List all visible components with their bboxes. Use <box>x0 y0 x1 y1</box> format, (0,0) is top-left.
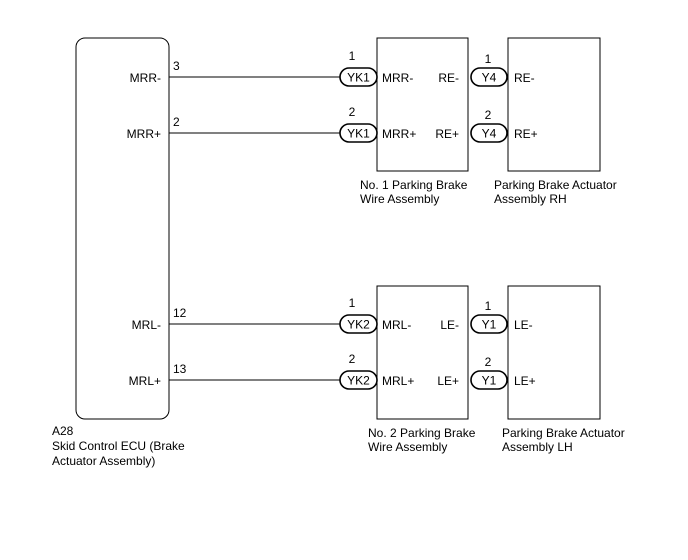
connector-pin-number: 1 <box>485 52 492 66</box>
actuator-rh: RE- RE+ Parking Brake Actuator Assembly … <box>494 37 617 206</box>
terminal-label: MRR+ <box>382 127 416 141</box>
connector-code: YK2 <box>347 318 370 332</box>
actuator-lh-name-line2: Assembly LH <box>502 440 573 454</box>
terminal-label: MRR- <box>382 71 413 85</box>
ecu-pin-number: 3 <box>173 59 180 73</box>
connector-code: YK1 <box>347 71 370 85</box>
connector-code: Y1 <box>482 318 497 332</box>
ecu-pin-number: 2 <box>173 115 180 129</box>
connector-code: YK1 <box>347 127 370 141</box>
terminal-label: MRL+ <box>382 374 414 388</box>
wire-assembly-no1-name-line2: Wire Assembly <box>360 192 439 206</box>
connector-code: YK2 <box>347 374 370 388</box>
actuator-rh-box <box>507 37 601 172</box>
connector-yk2 <box>339 370 378 390</box>
connector-pin-number: 2 <box>349 105 356 119</box>
connector-code: Y4 <box>482 71 497 85</box>
terminal-label: RE+ <box>435 127 459 141</box>
ecu-terminal-label: MRR- <box>130 71 161 85</box>
terminal-label: LE- <box>514 318 533 332</box>
connector-pin-number: 2 <box>485 355 492 369</box>
wire-assembly-no1-name-line1: No. 1 Parking Brake <box>360 178 468 192</box>
connector-yk2 <box>339 314 378 334</box>
connector-yk1 <box>339 67 378 87</box>
wire-assembly-no2-name-line2: Wire Assembly <box>368 440 447 454</box>
y1-connectors: 1 Y1 2 Y1 <box>470 299 508 390</box>
terminal-label: MRL- <box>382 318 411 332</box>
ecu-terminal-label: MRL+ <box>129 374 161 388</box>
ecu-pin-number: 13 <box>173 362 187 376</box>
terminal-label: RE+ <box>514 127 538 141</box>
connector-pin-number: 2 <box>485 108 492 122</box>
connector-y4 <box>470 67 508 87</box>
connector-pin-number: 2 <box>349 352 356 366</box>
ecu-pin-number: 12 <box>173 306 187 320</box>
wire-assembly-no2-box <box>376 285 469 420</box>
actuator-lh-box <box>507 285 601 420</box>
connector-pin-number: 1 <box>349 296 356 310</box>
ecu-box <box>75 37 170 420</box>
ecu-code: A28 <box>52 424 74 438</box>
ecu-name-line1: Skid Control ECU (Brake <box>52 439 185 453</box>
ecu-name-line2: Actuator Assembly) <box>52 454 155 468</box>
connector-pin-number: 1 <box>485 299 492 313</box>
actuator-rh-name-line2: Assembly RH <box>494 192 567 206</box>
connector-y4 <box>470 123 508 143</box>
actuator-rh-name-line1: Parking Brake Actuator <box>494 178 617 192</box>
connector-y1 <box>470 314 508 334</box>
ecu-terminal-label: MRL- <box>132 318 161 332</box>
terminal-label: LE+ <box>514 374 536 388</box>
terminal-label: LE- <box>440 318 459 332</box>
terminal-label: RE- <box>514 71 535 85</box>
ecu-terminal-label: MRR+ <box>127 127 161 141</box>
skid-control-ecu: MRR- MRR+ MRL- MRL+ A28 Skid Control ECU… <box>52 37 185 468</box>
connector-yk1 <box>339 123 378 143</box>
wire-assembly-no2: 1 YK2 MRL- LE- 2 YK2 MRL+ LE+ No. 2 Park… <box>339 285 476 454</box>
actuator-lh: LE- LE+ Parking Brake Actuator Assembly … <box>502 285 625 454</box>
connector-pin-number: 1 <box>349 49 356 63</box>
wire-assembly-no1-box <box>376 37 469 172</box>
terminal-label: RE- <box>438 71 459 85</box>
actuator-lh-name-line1: Parking Brake Actuator <box>502 426 625 440</box>
ecu-wires: 3 2 12 13 <box>169 59 340 381</box>
wire-assembly-no2-name-line1: No. 2 Parking Brake <box>368 426 476 440</box>
y4-connectors: 1 Y4 2 Y4 <box>470 52 508 143</box>
connector-code: Y1 <box>482 374 497 388</box>
terminal-label: LE+ <box>437 374 459 388</box>
connector-y1 <box>470 370 508 390</box>
connector-code: Y4 <box>482 127 497 141</box>
wire-assembly-no1: 1 YK1 MRR- RE- 2 YK1 MRR+ RE+ No. 1 Park… <box>339 37 469 206</box>
